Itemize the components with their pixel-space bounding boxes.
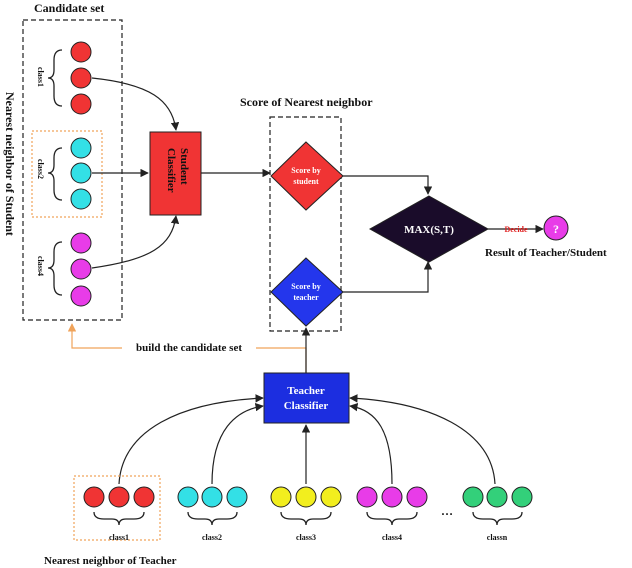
sample-ball [486, 486, 508, 508]
sample-ball [83, 486, 105, 508]
group-label: class2 [202, 533, 222, 542]
sample-ball [70, 162, 92, 184]
score-teacher-line2: teacher [293, 293, 319, 302]
sample-ball [381, 486, 403, 508]
arrow-t-class4 [349, 403, 393, 485]
sample-ball [356, 486, 378, 508]
group-label: class3 [296, 533, 316, 542]
teacher-group-class3: class3 [270, 486, 342, 542]
sample-ball [226, 486, 248, 508]
student-group-class1: class1 [36, 41, 92, 115]
arrow-t-class1 [118, 394, 264, 485]
teacher-group-classn: classn [462, 486, 533, 542]
arrow-score-t-to-max [343, 261, 433, 293]
student-group-class2: class2 [36, 137, 92, 210]
student-classifier: Student Classifier [149, 131, 202, 216]
arrow-t-classn [349, 394, 496, 485]
max-label: MAX(S,T) [404, 224, 454, 236]
student-group-class4: class4 [36, 232, 92, 307]
question-mark: ? [553, 222, 559, 236]
score-student-line2: student [293, 177, 319, 186]
candidate-set-title: Candidate set [34, 1, 104, 15]
sample-ball [320, 486, 342, 508]
teacher-group-class2: class2 [177, 486, 248, 542]
sample-ball [70, 41, 92, 63]
nn-teacher-label: Nearest neighbor of Teacher [44, 555, 177, 567]
teacher-group-class1: class1 [83, 486, 155, 542]
result-label: Result of Teacher/Student [485, 247, 607, 259]
group-label: class2 [36, 159, 45, 179]
arrow-t-class2 [211, 402, 264, 485]
result-question-ball: ? [543, 215, 569, 241]
arrow-score-s-to-max [343, 175, 433, 195]
arrow-class1-to-student [91, 77, 180, 131]
score-nn-title: Score of Nearest neighbor [240, 95, 373, 109]
ellipsis: … [441, 504, 453, 518]
score-by-teacher: Score by teacher [270, 257, 344, 327]
sample-ball [108, 486, 130, 508]
sample-ball [70, 285, 92, 307]
group-label: class1 [109, 533, 129, 542]
build-label-bg [122, 340, 256, 355]
group-label: class1 [36, 67, 45, 87]
student-classifier-line2: Classifier [165, 148, 177, 193]
group-label: class4 [36, 256, 45, 276]
max-decision: MAX(S,T) [368, 195, 490, 263]
nn-student-label: Nearest neighbor of Student [3, 92, 17, 236]
sample-ball [462, 486, 484, 508]
sample-ball [177, 486, 199, 508]
sample-ball [133, 486, 155, 508]
sample-ball [511, 486, 533, 508]
sample-ball [295, 486, 317, 508]
sample-ball [406, 486, 428, 508]
sample-ball [70, 258, 92, 280]
sample-ball [70, 188, 92, 210]
sample-ball [201, 486, 223, 508]
candidate-set-box [22, 19, 123, 321]
arrow-class4-to-student [91, 215, 180, 269]
group-label: class4 [382, 533, 402, 542]
score-by-student: Score by student [270, 141, 344, 211]
teacher-group-class4: class4 [356, 486, 428, 542]
decide-label: Decide [504, 225, 528, 234]
sample-ball [70, 232, 92, 254]
sample-ball [70, 67, 92, 89]
sample-ball [70, 137, 92, 159]
score-student-line1: Score by [291, 166, 320, 175]
teacher-classifier: Teacher Classifier [263, 372, 350, 424]
student-classifier-line1: Student [178, 148, 190, 185]
build-candidate-set-label: build the candidate set [136, 342, 242, 354]
score-teacher-line1: Score by [291, 282, 320, 291]
group-label: classn [487, 533, 508, 542]
sample-ball [270, 486, 292, 508]
teacher-classifier-line1: Teacher [287, 385, 325, 397]
teacher-nn-highlight-box [73, 475, 161, 541]
teacher-classifier-line2: Classifier [284, 400, 329, 412]
class2-highlight-box [31, 130, 103, 218]
sample-ball [70, 93, 92, 115]
